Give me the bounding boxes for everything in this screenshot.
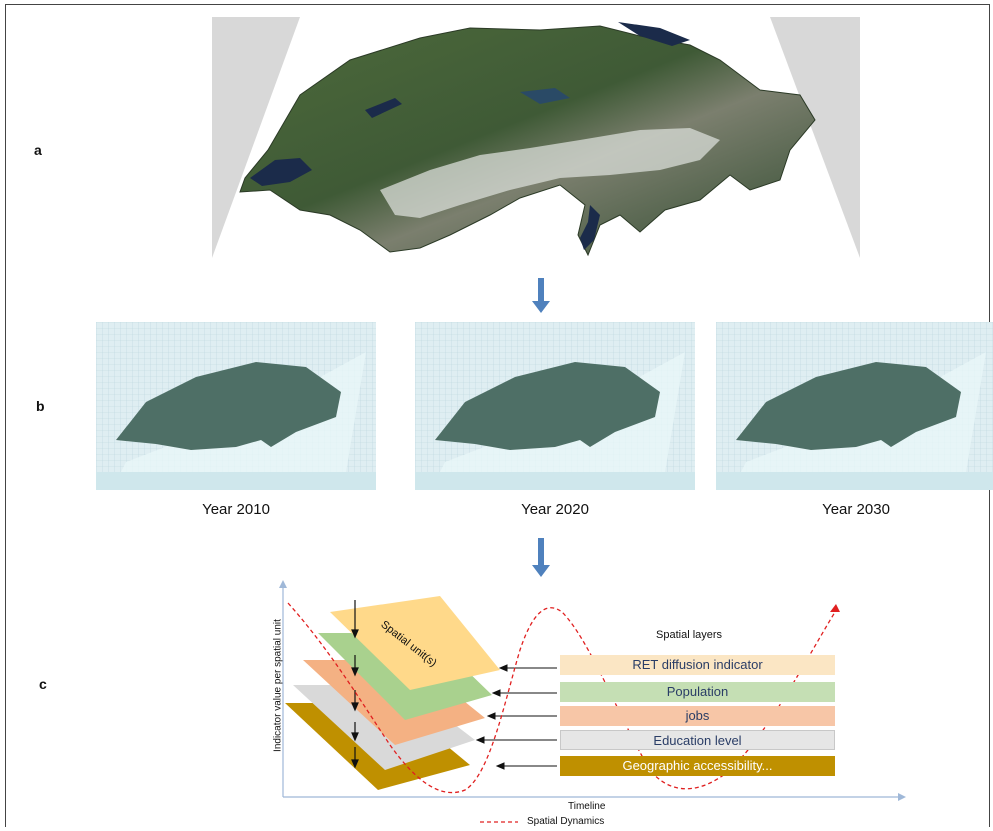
layers-title: Spatial layers <box>656 629 723 641</box>
y-axis-label: Indicator value per spatial unit <box>272 619 284 752</box>
layer-label-population: Population <box>560 682 835 702</box>
layer-label-geographic: Geographic accessibility... <box>560 756 835 776</box>
grid-map-icon <box>716 322 993 490</box>
grid-map-icon <box>415 322 695 490</box>
panel-label-c: c <box>39 676 47 692</box>
panel-label-a: a <box>34 142 42 158</box>
thumbnail-2030 <box>716 322 993 490</box>
year-label-2020: Year 2020 <box>521 501 589 518</box>
grid-map-icon <box>96 322 376 490</box>
year-label-2030: Year 2030 <box>822 501 890 518</box>
x-axis-label: Timeline <box>568 801 606 812</box>
layer-label-jobs: jobs <box>560 706 835 726</box>
year-label-2010: Year 2010 <box>202 501 270 518</box>
layer-label-education: Education level <box>560 730 835 750</box>
legend-label: Spatial Dynamics <box>527 816 605 827</box>
thumbnail-2020 <box>415 322 695 490</box>
layer-label-ret: RET diffusion indicator <box>560 655 835 675</box>
thumbnail-2010 <box>96 322 376 490</box>
panel-label-b: b <box>36 398 45 414</box>
